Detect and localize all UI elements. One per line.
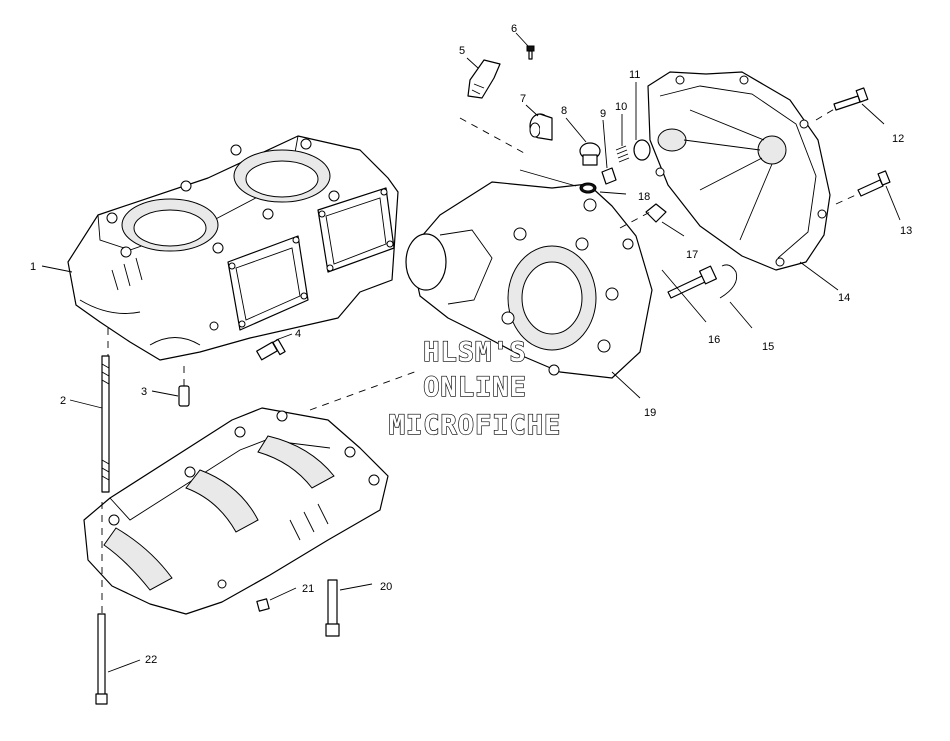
alignment-line [459,117,527,155]
spring-part-9 [601,167,617,185]
cap-part-8 [579,142,601,166]
callout-6: 6 [511,23,517,35]
watermark-line-2: ONLINE [423,372,527,403]
watermark-line-1: HLSM'S [423,337,527,368]
spring-part-10 [615,145,630,163]
alignment-line [815,107,837,121]
mag-cover-part [647,71,831,271]
watermark: HLSM'S ONLINE MICROFICHE [388,336,562,441]
callout-20: 20 [380,581,392,593]
screw-part-6 [526,45,535,60]
bearing-part-7 [529,113,553,141]
alignment-line [835,193,859,205]
upper-crankcase-part [67,135,399,361]
callout-4: 4 [295,328,301,340]
callout-21: 21 [302,583,314,595]
callout-14: 14 [838,292,850,304]
leader-lines [41,32,901,673]
bolt-part-13 [857,170,891,197]
callout-10: 10 [615,101,627,113]
plug-part-4 [256,338,286,361]
callout-5: 5 [459,45,465,57]
callout-1: 1 [30,261,36,273]
mag-housing-part [405,181,653,379]
callout-17: 17 [686,249,698,261]
callout-18: 18 [638,191,650,203]
callout-19: 19 [644,407,656,419]
bolt-part-22 [95,613,108,705]
stud-part-2 [101,355,110,493]
callout-13: 13 [900,225,912,237]
callout-22: 22 [145,654,157,666]
callout-9: 9 [600,108,606,120]
bolt-part-21 [256,598,270,612]
dowel-part-3 [178,385,190,407]
callout-11: 11 [629,69,640,81]
bolt-part-20 [325,579,340,637]
fitting-part-5 [467,59,501,99]
callout-7: 7 [520,93,526,105]
callout-16: 16 [708,334,720,346]
callout-12: 12 [892,133,904,145]
clip-part-15 [719,264,738,299]
watermark-line-3: MICROFICHE [389,410,562,441]
alignment-line [309,369,421,411]
callout-2: 2 [60,395,66,407]
callout-8: 8 [561,105,567,117]
callout-15: 15 [762,341,774,353]
bolt-part-16 [667,265,717,299]
bolt-part-12 [833,87,869,111]
callout-3: 3 [141,386,147,398]
lower-crankcase-part [83,407,389,615]
o-ring-part-11 [633,139,651,161]
dowel-part-17 [645,203,667,223]
alignment-line [619,211,651,229]
